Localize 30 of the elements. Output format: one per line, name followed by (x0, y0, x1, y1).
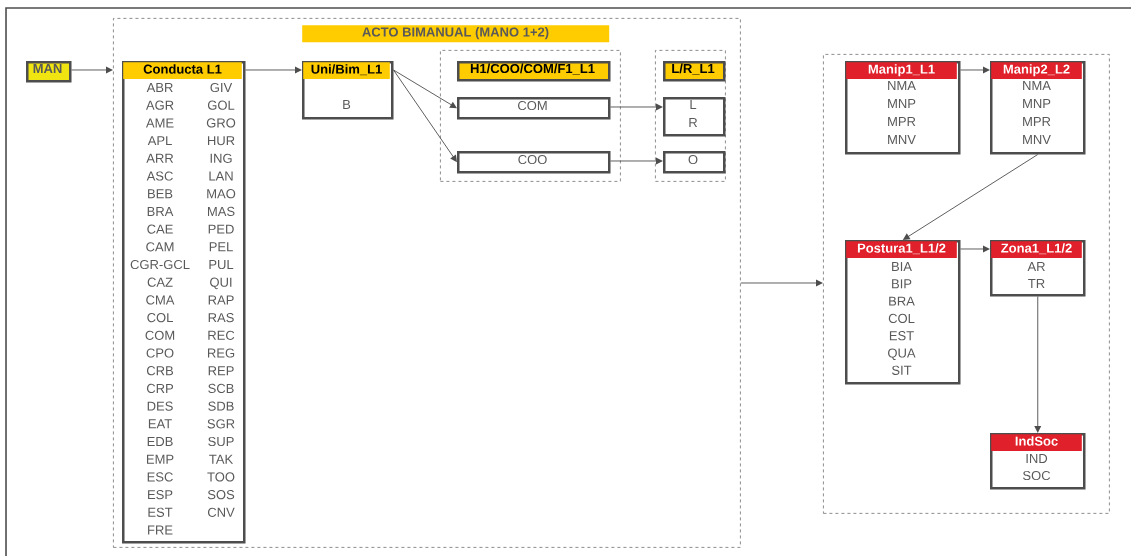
value-box: COO (457, 151, 611, 174)
arrow (960, 66, 990, 74)
arrow (740, 279, 823, 287)
dashed-group-box (823, 54, 1110, 514)
list-box: Zona1_L1/2 AR TR (990, 240, 1086, 297)
dashed-group-box (113, 18, 741, 548)
list-box: IndSoc IND SOC (990, 433, 1086, 490)
list-box: Postura1_L1/2 BIA BIP BRA COL EST QUA SIT (845, 240, 961, 385)
arrow (610, 103, 663, 111)
value-box: O (663, 151, 726, 174)
list-box: Conducta L1 ABR GIV AGR GOL AME GRO APL HUR ARR ING ASC LAN BEB MAO BRA MAS CAE PED CAM PEL CGR-GCL PUL CAZ QUI CMA RAP COL RAS COM REC CPO REG CRB REP CRP SCB DES SDB EAT SGR EDB SUP EMP TAK ESC TOO ESP SOS EST CNV FRE (122, 61, 246, 544)
list-box: Uni/Bim_L1 B (302, 61, 394, 120)
arrow (393, 69, 457, 163)
list-box: Manip2_L2 NMA MNP MPR MNV (990, 61, 1086, 155)
value-box: COM (457, 97, 611, 120)
arrow (393, 69, 457, 109)
value-box: L R (663, 97, 726, 137)
heading-box: H1/COO/COM/F1_L1 (457, 61, 611, 82)
arrow (1034, 296, 1042, 433)
arrow (610, 157, 663, 165)
arrow (245, 66, 302, 74)
dashed-group-box (655, 50, 726, 182)
arrow (902, 154, 1039, 240)
arrow (960, 245, 990, 253)
list-box: Manip1_L1 NMA MNP MPR MNV (845, 61, 961, 155)
dashed-group-box (440, 50, 621, 182)
heading-box: MAN (26, 61, 72, 83)
title-band: ACTO BIMANUAL (MANO 1+2) (302, 25, 610, 43)
heading-box: L/R_L1 (663, 61, 726, 82)
arrow (71, 66, 113, 74)
